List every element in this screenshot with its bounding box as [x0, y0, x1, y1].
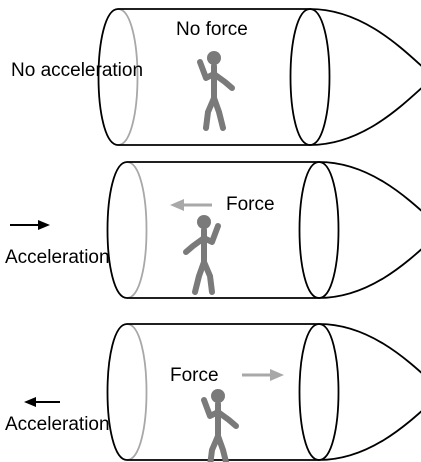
acceleration-arrow-left — [24, 397, 60, 407]
person-figure — [204, 389, 236, 462]
force-label: No force — [176, 19, 248, 40]
panel-acceleration-forward: Force Acceleration — [5, 162, 421, 298]
person-figure — [200, 51, 232, 128]
acceleration-arrow-right — [10, 220, 50, 230]
acceleration-label: Acceleration — [5, 247, 110, 268]
force-label: Force — [226, 194, 275, 215]
panel-acceleration-backward: Force Acceleration — [5, 324, 421, 462]
force-arrow-right — [242, 369, 284, 381]
panel-no-acceleration: No force No acceleration — [11, 9, 421, 145]
person-figure — [186, 215, 218, 292]
force-label: Force — [170, 365, 219, 386]
force-arrow-left — [170, 199, 212, 211]
acceleration-label: Acceleration — [5, 414, 110, 435]
acceleration-label: No acceleration — [11, 60, 143, 81]
